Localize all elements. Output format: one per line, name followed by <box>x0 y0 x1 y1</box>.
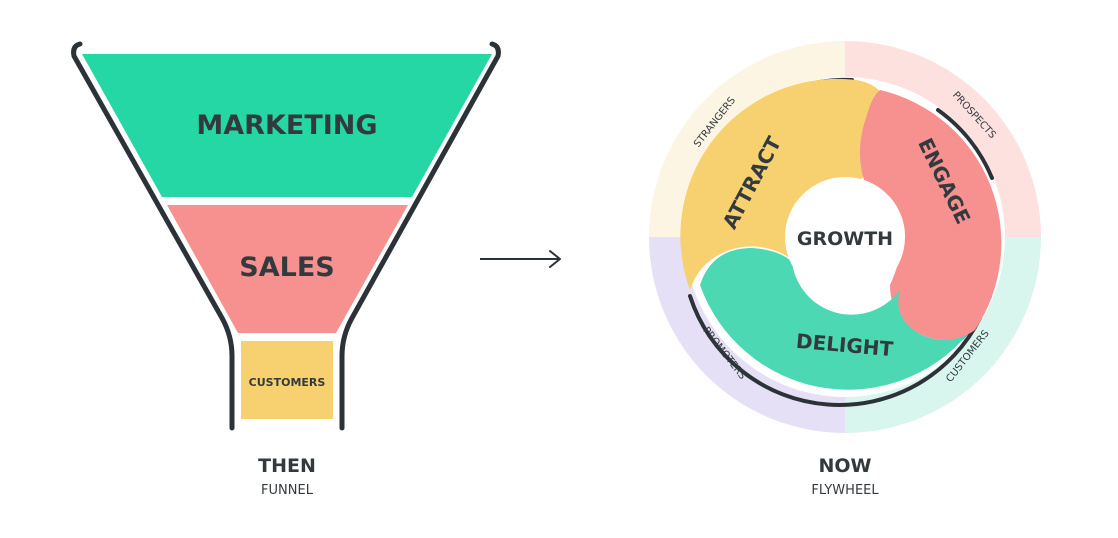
funnel-stage-customers <box>241 341 333 419</box>
funnel-outline-right <box>339 41 501 431</box>
segment-engage <box>859 90 1002 341</box>
funnel-stage-sales <box>167 205 408 333</box>
funnel: MARKETING SALES CUSTOMERS <box>71 41 501 431</box>
now-caption-title: NOW <box>818 455 871 477</box>
growth-center <box>785 177 905 297</box>
arc-prospects <box>936 108 994 180</box>
growth-label: GROWTH <box>797 228 893 250</box>
funnel-stage-marketing-label: MARKETING <box>196 110 377 141</box>
funnel-stage-sales-label: SALES <box>239 252 334 283</box>
arc-promoters <box>688 294 982 407</box>
segment-attract <box>680 78 889 291</box>
then-caption-title: THEN <box>258 455 316 477</box>
then-caption-subtitle: FUNNEL <box>261 483 314 498</box>
flywheel: GROWTH ATTRACT ENGAGE DELIGHT STRANGERS … <box>649 41 1041 433</box>
funnel-outline-left <box>71 41 235 431</box>
funnel-stage-marketing <box>82 54 492 197</box>
segment-delight <box>700 248 968 390</box>
funnel-stage-customers-label: CUSTOMERS <box>249 376 326 389</box>
transition-arrow <box>480 250 561 268</box>
now-caption-subtitle: FLYWHEEL <box>811 483 879 498</box>
